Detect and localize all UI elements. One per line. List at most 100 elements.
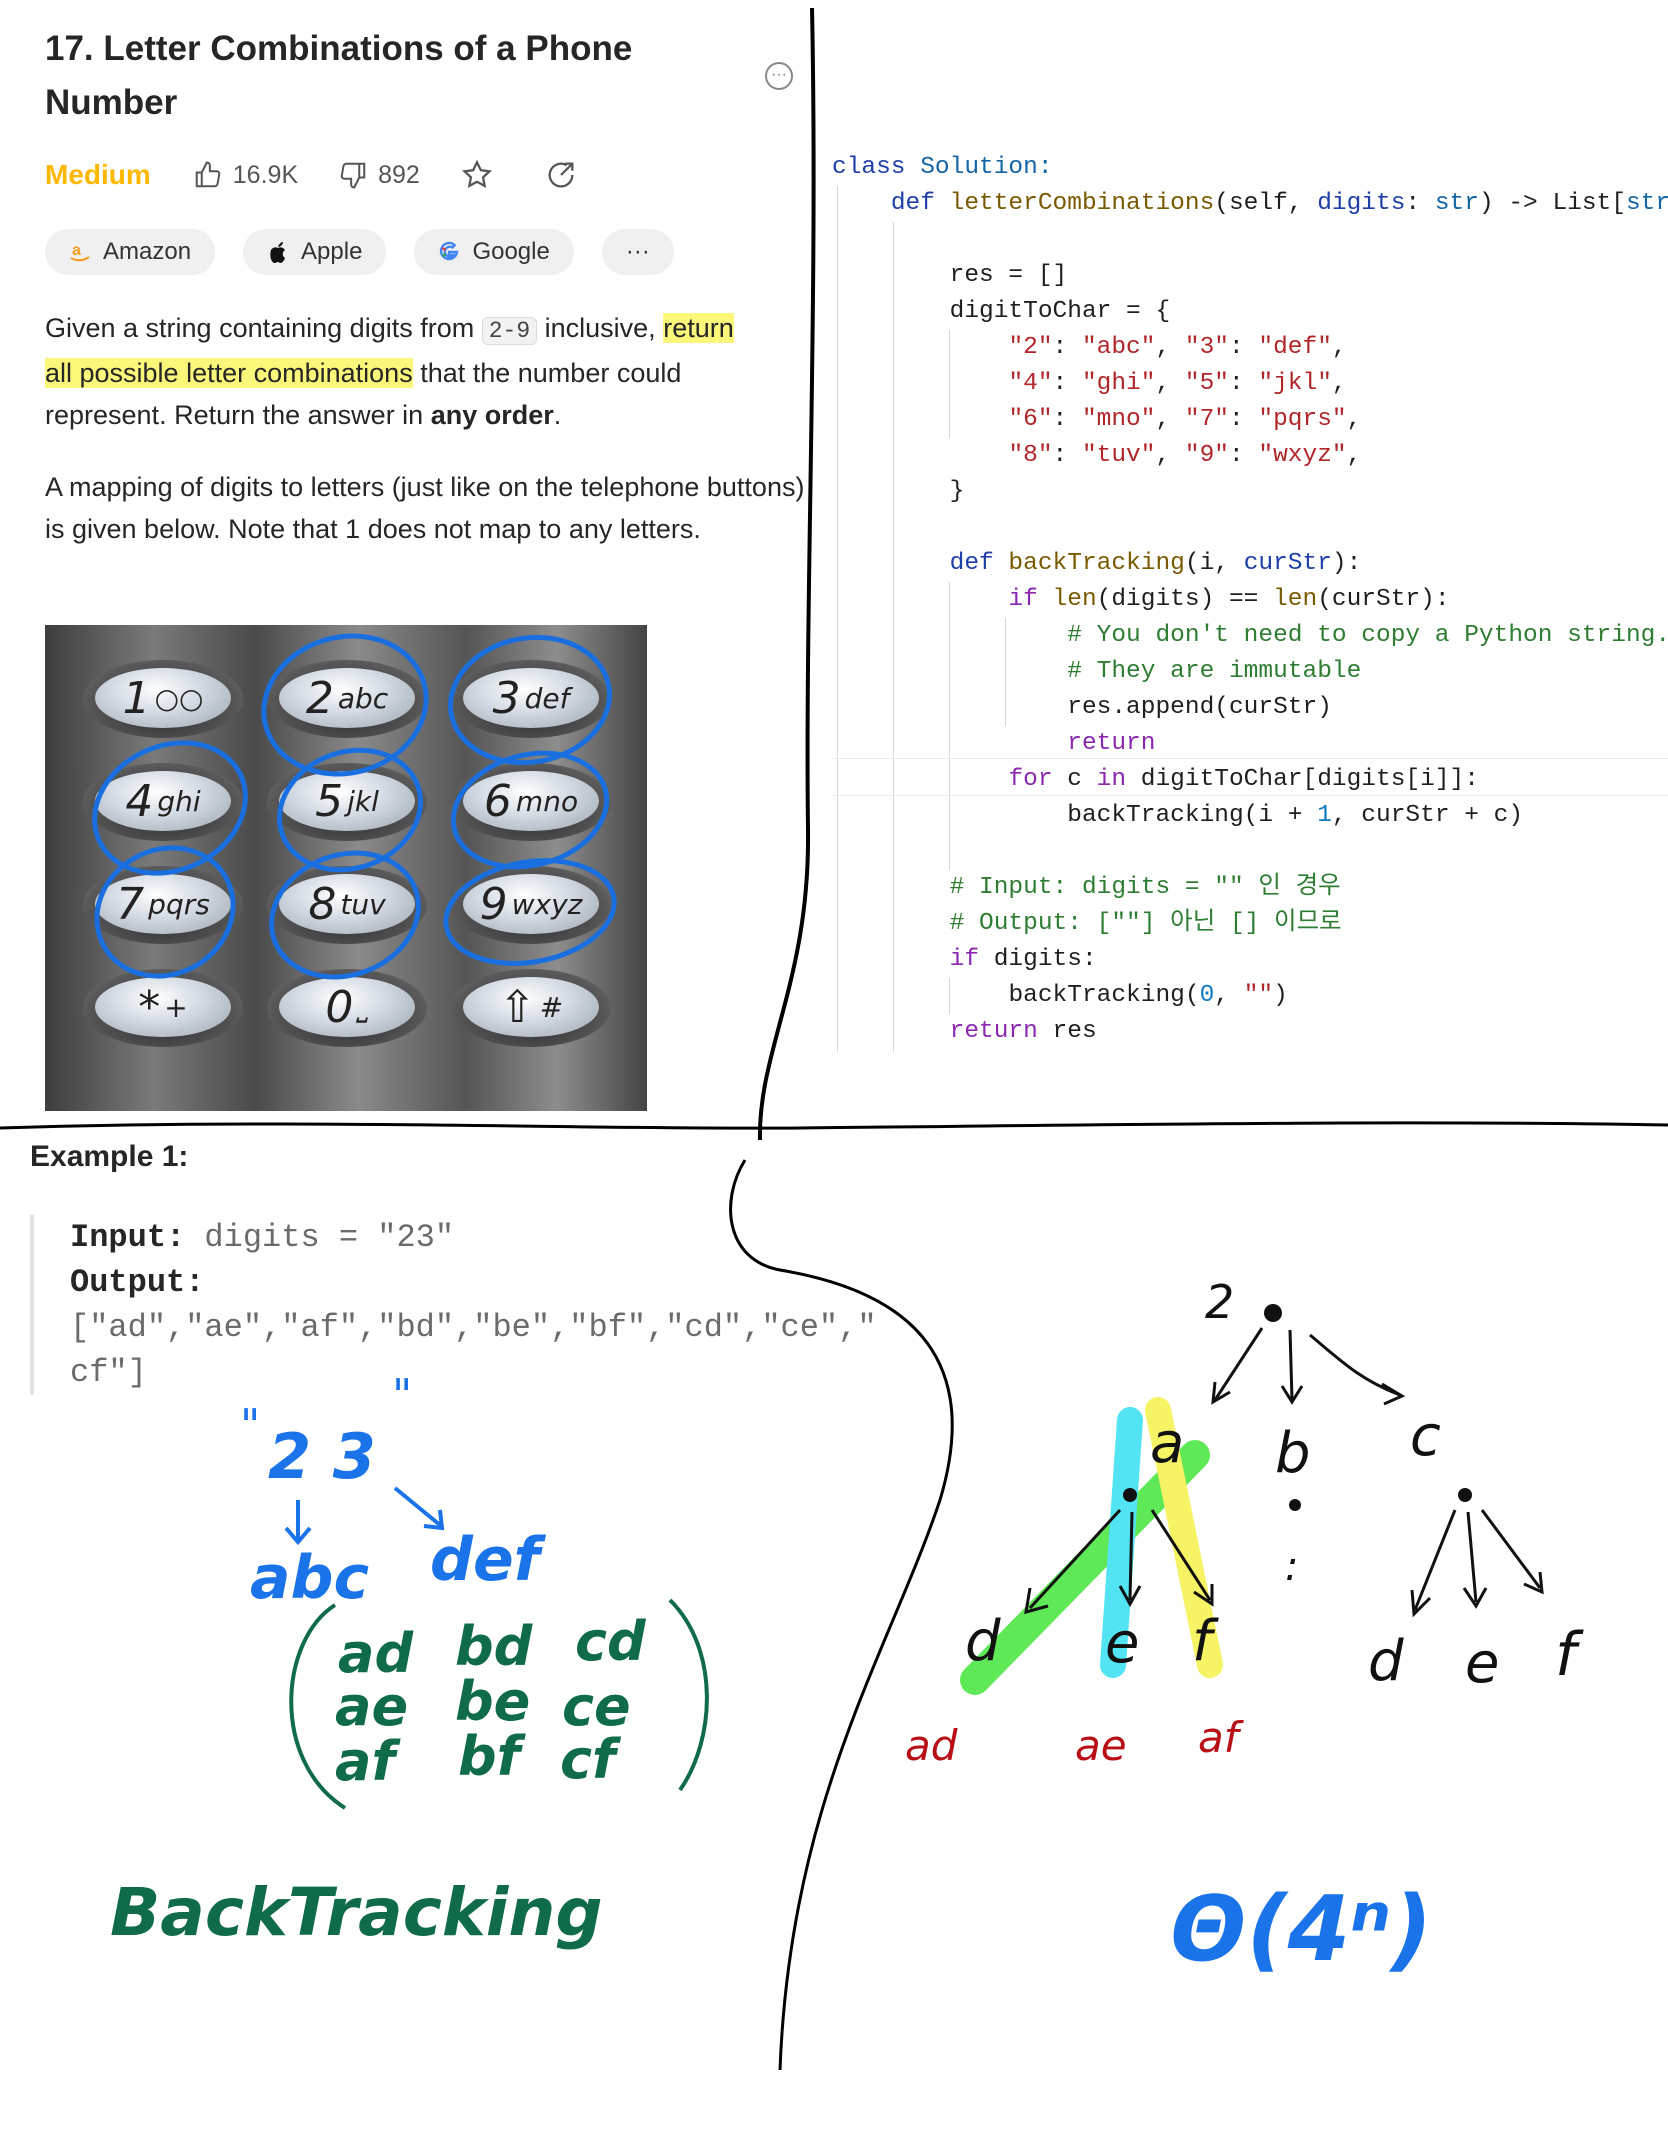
share-button[interactable] (544, 158, 588, 192)
apple-icon (267, 240, 289, 264)
code-line: digitToChar = { (949, 298, 1171, 325)
arrow-diagonal-icon (393, 1486, 445, 1531)
tree-result: ad (905, 1721, 958, 1770)
tree-leaf: d (965, 1609, 1001, 1674)
tree-result: af (1198, 1713, 1245, 1762)
company-tag-apple[interactable]: Apple (243, 229, 387, 275)
tree-node-c: c (1410, 1404, 1441, 1469)
company-tag-google[interactable]: Google (414, 229, 574, 275)
code-line: return res (949, 1018, 1097, 1045)
problem-meta-row: Medium 16.9K 892 (45, 158, 628, 192)
code-line: "6": "mno", "7": "pqrs", (1008, 406, 1362, 433)
tree-node-a-dot (1123, 1488, 1137, 1502)
tree-arrow (1211, 1327, 1264, 1405)
company-tag-amazon[interactable]: a Amazon (45, 229, 216, 275)
tree-arrow (1118, 1511, 1142, 1608)
tree-node-b: b (1275, 1421, 1311, 1486)
company-tag-label: Google (472, 238, 550, 265)
matrix-cell: cd (575, 1610, 647, 1673)
code-text: class Solution: def letterCombinations(s… (832, 150, 1668, 1050)
code-line: if len(digits) == len(curStr): (1008, 586, 1450, 613)
tree-arrow (1150, 1509, 1214, 1607)
code-line: "8": "tuv", "9": "wxyz", (1008, 442, 1362, 469)
problem-header: 17. Letter Combinations of a Phone Numbe… (45, 22, 795, 130)
arrow-down-icon (284, 1500, 312, 1546)
note-quote-open: " (240, 1400, 260, 1451)
tree-leaf: e (1465, 1631, 1499, 1696)
tree-result: ae (1075, 1721, 1127, 1770)
tree-arrow (1309, 1333, 1406, 1406)
key-hash: ⇧# (463, 977, 599, 1037)
tree-arrow (1410, 1509, 1457, 1618)
difficulty-badge: Medium (45, 159, 151, 190)
tree-root-node (1264, 1304, 1282, 1322)
tree-root-label: 2 (1205, 1275, 1234, 1329)
amazon-icon: a (69, 241, 91, 263)
matrix-cell: be (455, 1670, 530, 1733)
key-0: 0⎵ (279, 977, 415, 1037)
svg-text:a: a (72, 242, 81, 259)
desc-text: . (553, 400, 562, 430)
code-line: "4": "ghi", "5": "jkl", (1008, 370, 1347, 397)
more-options-icon[interactable]: ··· (765, 62, 793, 90)
description-paragraph-1: Given a string containing digits from 2-… (45, 307, 805, 436)
problem-title-line2: Number (45, 83, 178, 122)
problem-description: Given a string containing digits from 2-… (45, 307, 805, 580)
tree-leaf: e (1105, 1611, 1139, 1676)
note-digits: 2 3 (268, 1420, 376, 1493)
dislike-count: 892 (378, 160, 420, 189)
code-line: # You don't need to copy a Python string… (1067, 622, 1668, 649)
tree-node-a: a (1150, 1411, 1184, 1476)
company-tags: a Amazon Apple Google ··· (45, 229, 674, 275)
tree-leaf: f (1192, 1609, 1219, 1674)
complexity-note: Θ(4ⁿ) (1170, 1877, 1432, 1982)
code-editor: class Solution: def letterCombinations(s… (832, 150, 1668, 1052)
tree-highlights (960, 1397, 1223, 1695)
code-line: return (1067, 730, 1156, 757)
code-line: res = [] (949, 262, 1068, 289)
star-icon (461, 159, 492, 189)
code-line: if digits: (949, 946, 1097, 973)
example-block: Input: digits = "23" Output: ["ad","ae",… (30, 1215, 890, 1395)
indent-guide (949, 330, 950, 438)
desc-text: inclusive, (537, 313, 664, 343)
left-paren (289, 1603, 347, 1810)
desc-text: that the number could represent. Return … (45, 358, 682, 430)
horizontal-divider (0, 1121, 1668, 1130)
code-line: res.append(curStr) (1067, 694, 1332, 721)
code-line: } (949, 478, 965, 505)
indent-guide (893, 222, 894, 1052)
current-line-highlight (832, 758, 1668, 796)
matrix-cell: af (335, 1730, 401, 1793)
code-line: def backTracking(i, curStr): (949, 550, 1362, 577)
company-tag-label: Amazon (103, 238, 192, 265)
code-line: # Input: digits = "" 인 경우 (949, 874, 1341, 901)
matrix-cell: cf (560, 1728, 622, 1791)
indent-guide (1005, 618, 1006, 726)
favorite-button[interactable] (460, 158, 504, 192)
description-paragraph-2: A mapping of digits to letters (just lik… (45, 472, 805, 544)
tree-leaf: f (1555, 1620, 1584, 1690)
matrix-cell: bd (455, 1615, 534, 1678)
share-icon (548, 162, 574, 188)
tree-arrow (1462, 1511, 1488, 1609)
more-companies-button[interactable]: ··· (601, 229, 674, 275)
desc-text: Given a string containing digits from (45, 313, 482, 343)
right-paren (668, 1598, 709, 1792)
indent-guide (949, 582, 950, 870)
input-value: digits = "23" (185, 1219, 455, 1256)
dislike-button[interactable]: 892 (338, 160, 420, 190)
google-icon (438, 241, 460, 263)
matrix-cell: ae (335, 1675, 408, 1738)
tree-arrow (1024, 1508, 1122, 1615)
like-button[interactable]: 16.9K (193, 160, 298, 190)
code-line: def letterCombinations(self, digits: str… (890, 190, 1668, 217)
highlighted-text: return (663, 313, 734, 343)
note-method: BackTracking (110, 1874, 603, 1951)
code-line: backTracking(i + 1, curStr + c) (1067, 802, 1524, 829)
